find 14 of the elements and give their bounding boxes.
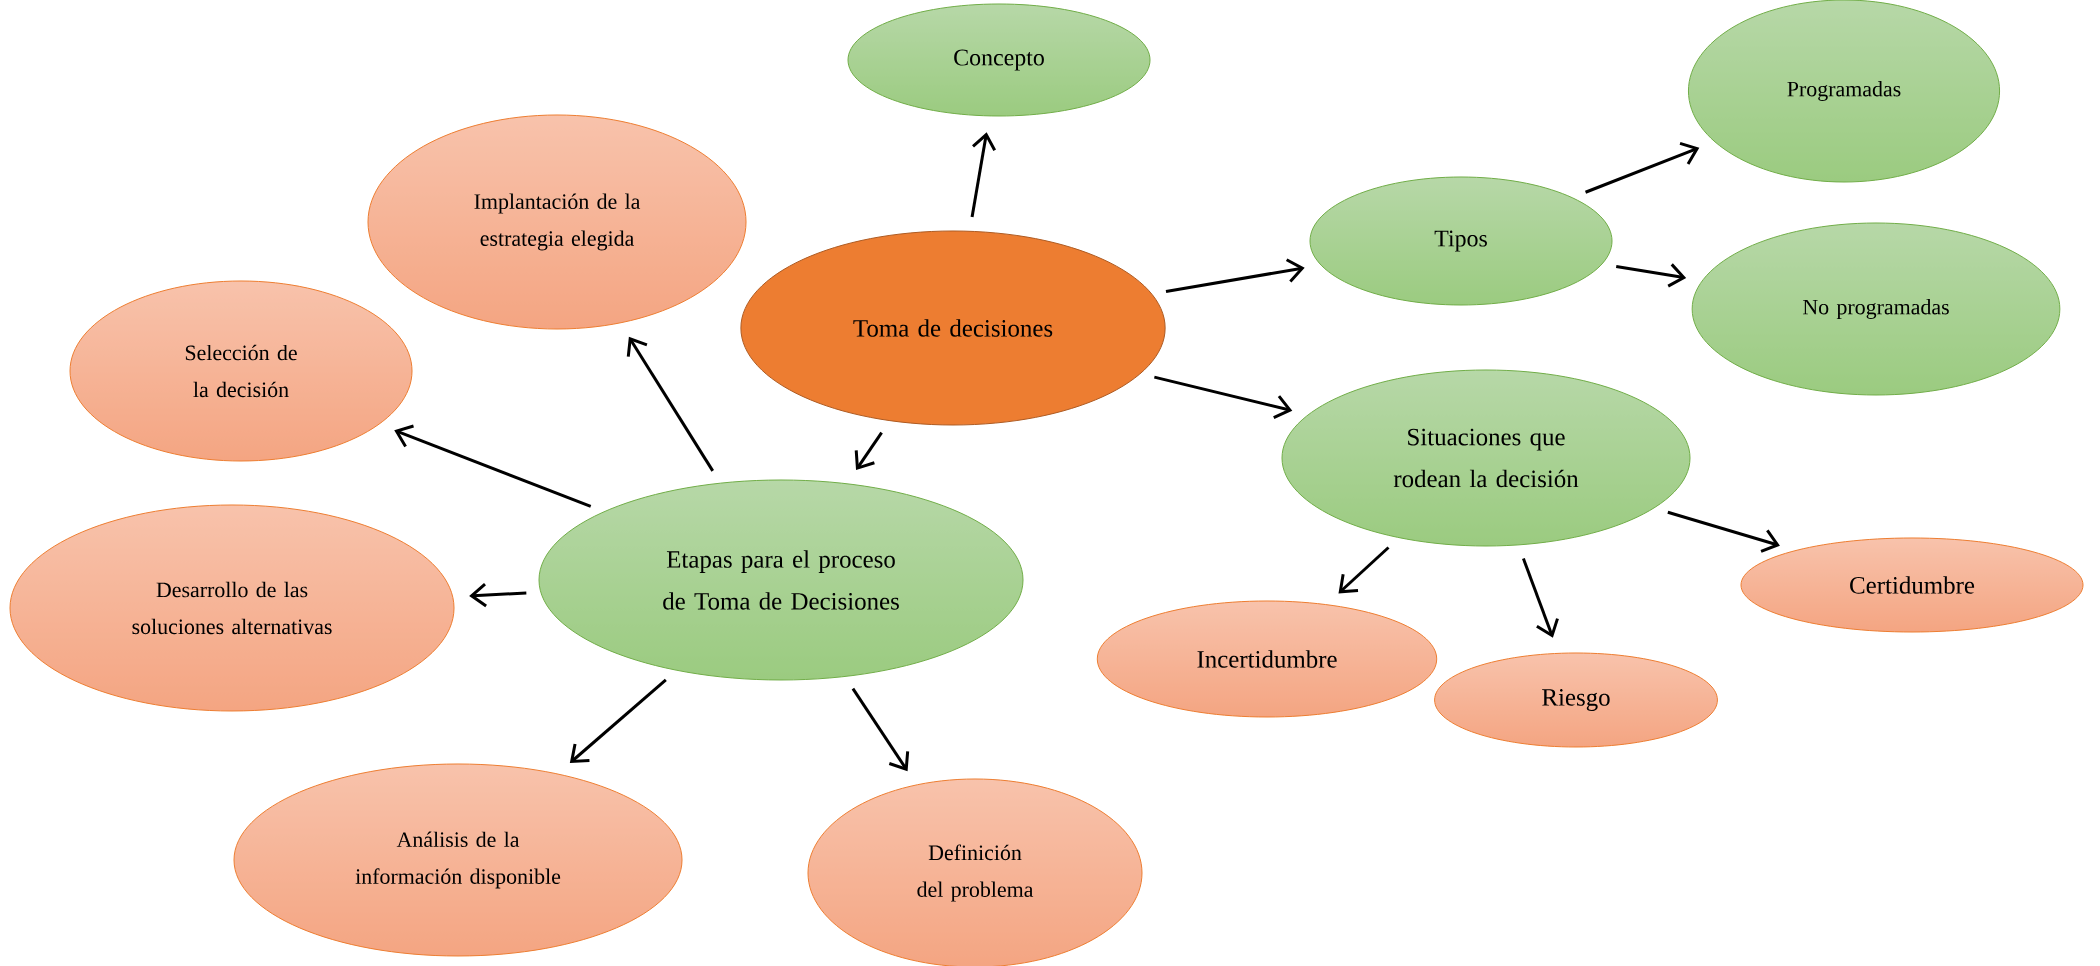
arrow xyxy=(626,336,714,472)
arrow xyxy=(469,582,527,608)
arrow xyxy=(1165,258,1305,293)
arrow xyxy=(569,678,667,764)
arrow xyxy=(1667,510,1780,553)
arrow xyxy=(1154,375,1293,419)
arrow xyxy=(394,424,592,508)
arrow xyxy=(1585,141,1700,194)
arrow xyxy=(1521,557,1559,638)
arrow xyxy=(1615,263,1687,288)
arrow xyxy=(854,431,883,471)
arrow xyxy=(851,687,910,772)
arrow xyxy=(1338,546,1390,594)
arrow xyxy=(970,132,996,218)
